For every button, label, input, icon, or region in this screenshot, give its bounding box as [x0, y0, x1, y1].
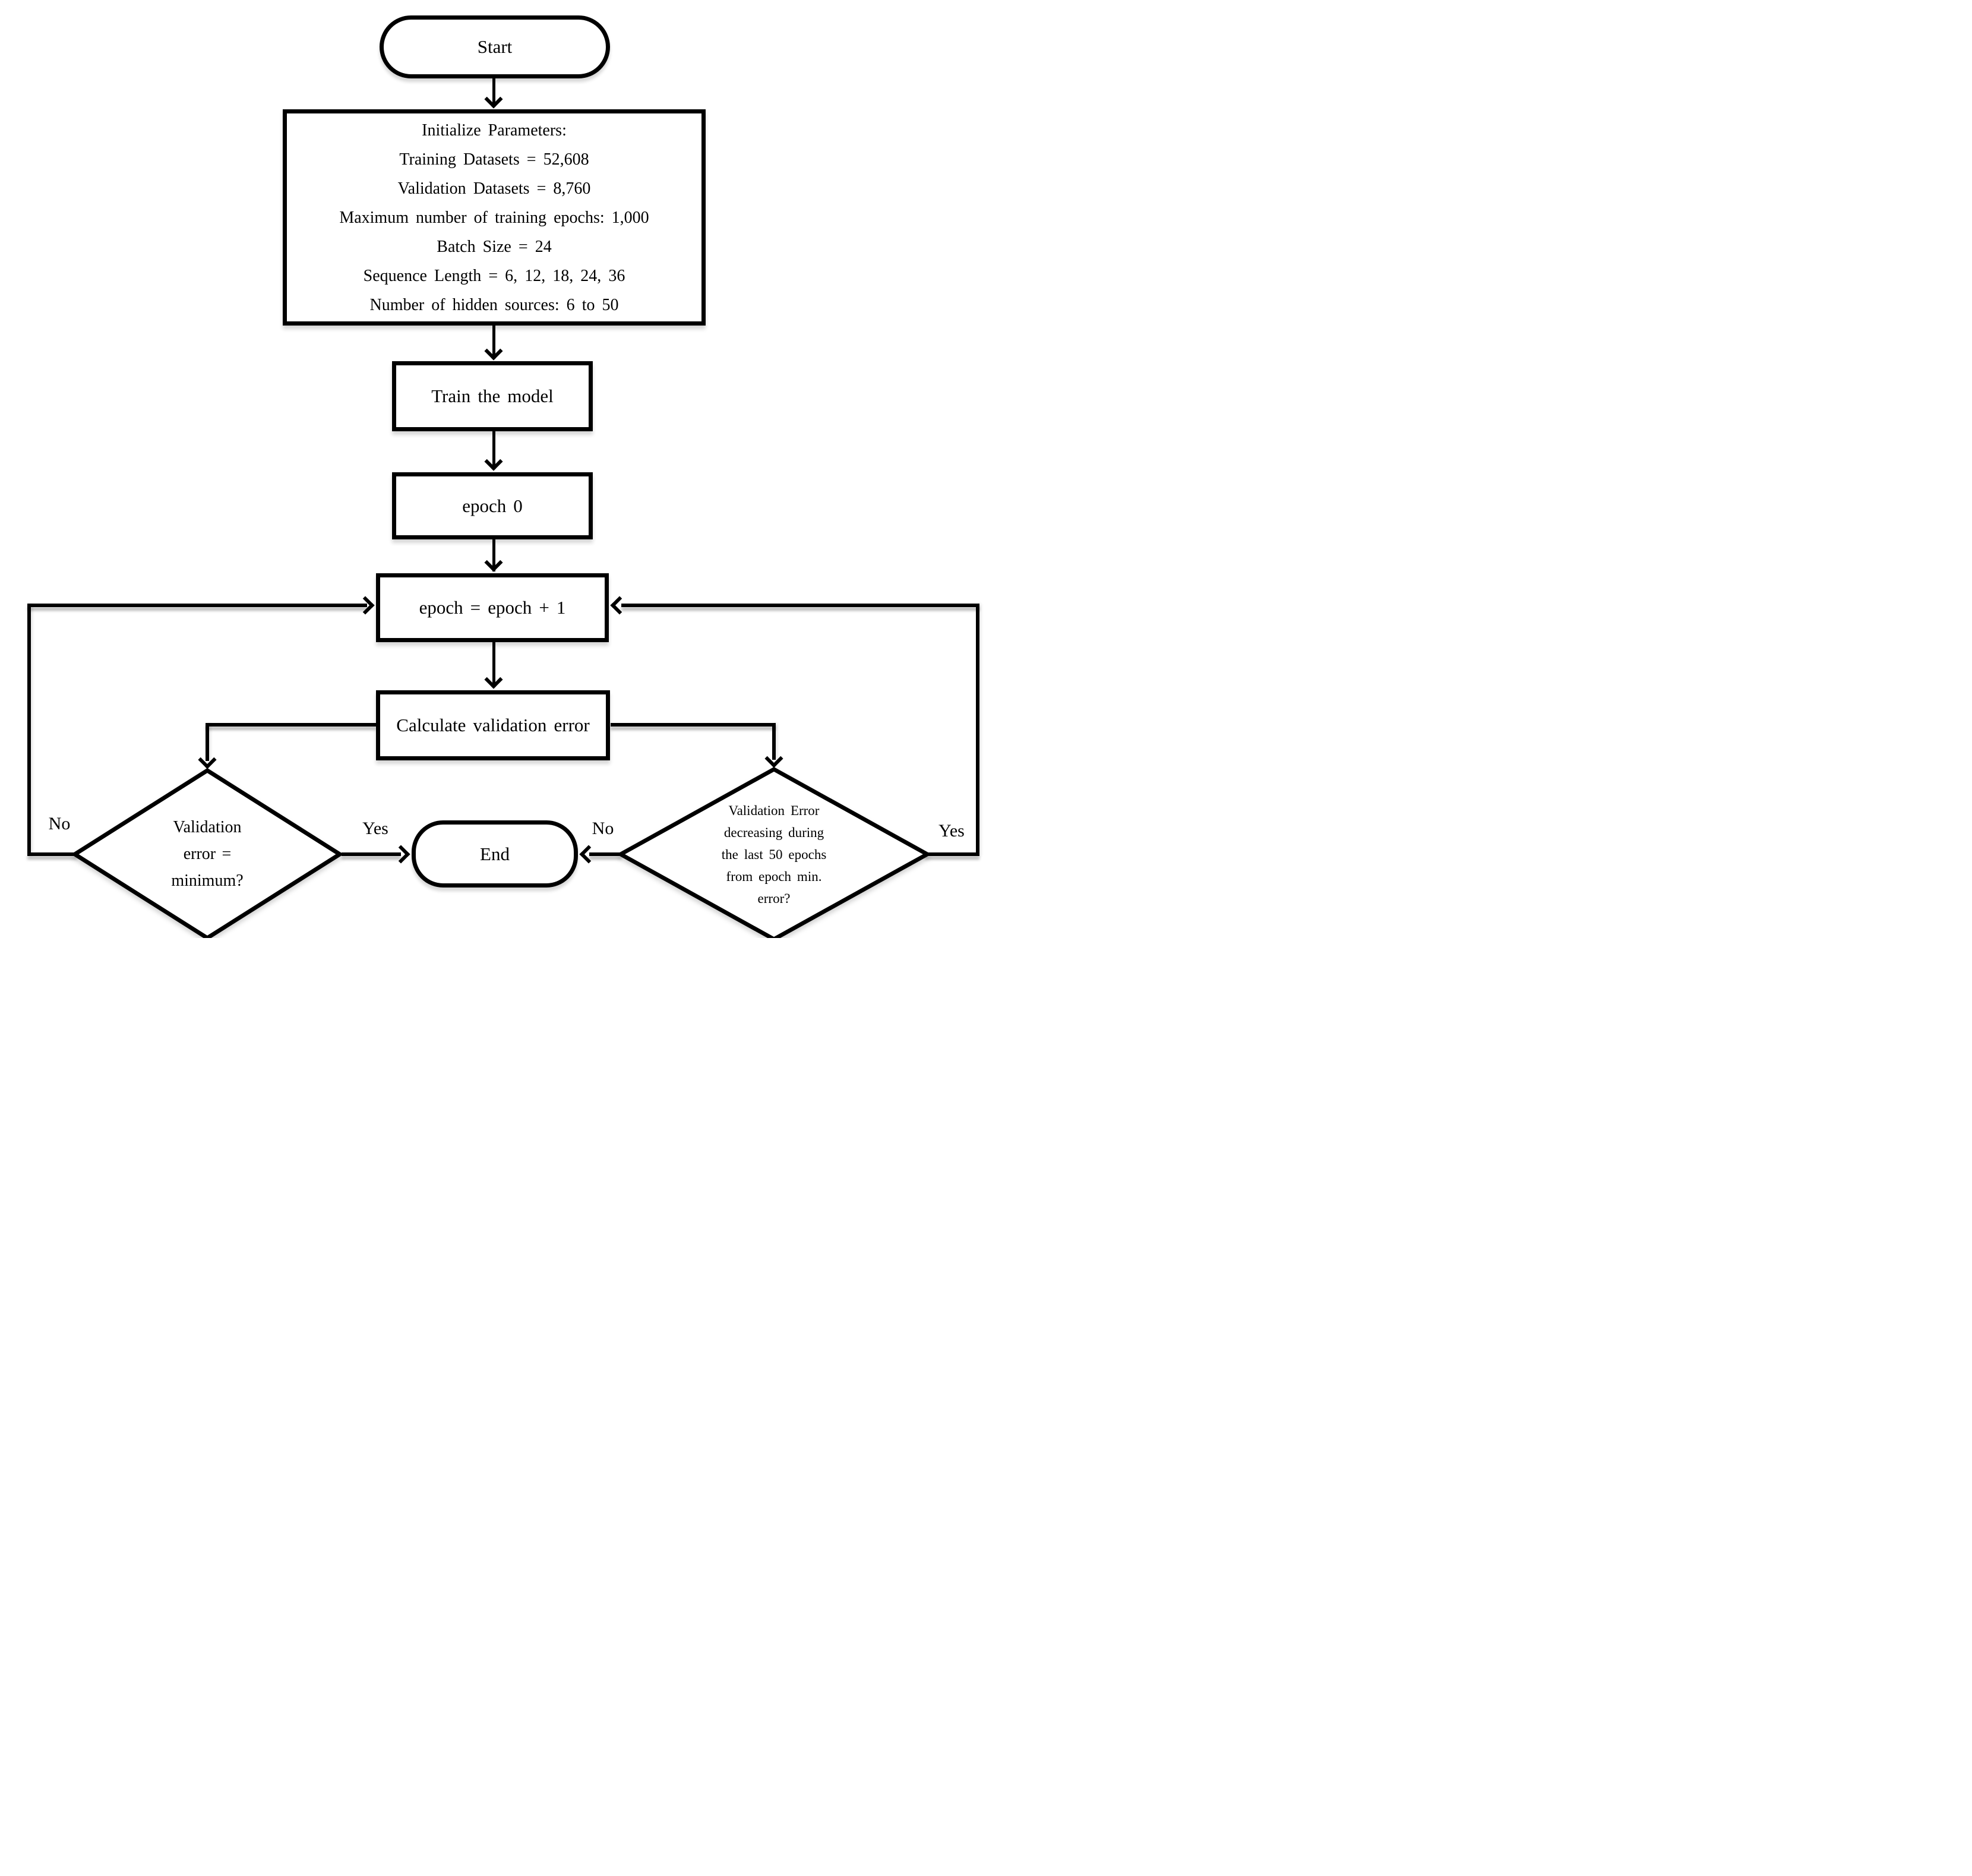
- connector-calc-to-right-diamond: [611, 723, 776, 727]
- init-line: Sequence Length = 6, 12, 18, 24, 36: [363, 266, 625, 285]
- connector-left-loop-vertical: [27, 604, 31, 856]
- arrowhead-calc-icon: [484, 670, 503, 689]
- calc-validation-error-label: Calculate validation error: [396, 715, 590, 735]
- arrowhead-epoch0-icon: [484, 452, 503, 471]
- decision-left-line: Validation: [173, 818, 242, 836]
- edge-label-yes-left: Yes: [362, 819, 388, 838]
- epoch-increment-node: epoch = epoch + 1: [376, 573, 609, 642]
- decision-left-line: error =: [183, 845, 232, 863]
- arrowhead-yes-end-icon: [391, 845, 410, 864]
- arrowhead-epochinc-icon: [484, 553, 503, 572]
- arrowhead-left-loop-icon: [356, 596, 375, 615]
- arrowhead-left-diamond-icon: [198, 750, 217, 769]
- connector-right-loop-bottom: [925, 852, 979, 856]
- connector-epochinc-calc: [492, 642, 495, 687]
- connector-epoch0-epochinc: [492, 539, 495, 571]
- edge-label-no-left: No: [48, 814, 71, 833]
- decision-right-diamond: [618, 767, 930, 938]
- end-label: End: [480, 843, 510, 864]
- connector-start-init: [492, 78, 495, 106]
- edge-label-yes-right: Yes: [938, 821, 965, 841]
- connector-right-loop-vertical: [976, 604, 979, 856]
- epoch0-label: epoch 0: [462, 495, 523, 516]
- connector-left-loop-top: [27, 604, 367, 607]
- calc-validation-error-node: Calculate validation error: [376, 690, 610, 760]
- decision-left-diamond: [72, 768, 342, 938]
- connector-init-train: [492, 326, 495, 359]
- arrowhead-right-diamond-icon: [764, 749, 783, 768]
- decision-left-line: minimum?: [171, 871, 244, 890]
- epoch0-node: epoch 0: [392, 472, 593, 539]
- connector-calc-left-drop: [206, 723, 209, 761]
- init-line: Training Datasets = 52,608: [399, 150, 589, 169]
- end-node: End: [412, 820, 578, 888]
- init-line: Validation Datasets = 8,760: [397, 179, 591, 198]
- connector-calc-to-left-diamond: [206, 723, 376, 727]
- decision-right-line: Validation Error: [728, 803, 820, 818]
- arrowhead-init-icon: [484, 90, 503, 109]
- arrowhead-right-loop-icon: [610, 596, 629, 615]
- connector-right-loop-top: [621, 604, 979, 607]
- arrowhead-train-icon: [484, 342, 503, 361]
- connector-left-loop-bottom: [27, 852, 77, 856]
- train-model-node: Train the model: [392, 361, 593, 431]
- connector-train-epoch0: [492, 431, 495, 469]
- epoch-increment-label: epoch = epoch + 1: [419, 597, 566, 618]
- decision-right-text: Validation Error decreasing during the l…: [670, 800, 878, 909]
- edge-label-no-right: No: [592, 819, 614, 838]
- decision-right-line: decreasing during: [723, 825, 824, 840]
- arrowhead-no-end-icon: [579, 845, 598, 864]
- flowchart-canvas: Start Initialize Parameters: Training Da…: [0, 0, 986, 938]
- connector-yes-to-end: [342, 852, 401, 856]
- start-label: Start: [477, 36, 513, 57]
- init-parameters-node: Initialize Parameters: Training Datasets…: [283, 109, 706, 326]
- decision-left-text: Validation error = minimum?: [116, 814, 298, 894]
- init-line: Number of hidden sources: 6 to 50: [369, 295, 619, 314]
- connector-calc-right-drop: [772, 723, 776, 760]
- init-line: Initialize Parameters:: [422, 121, 567, 140]
- decision-right-line: error?: [757, 891, 791, 906]
- decision-right-line: from epoch min.: [726, 869, 822, 884]
- init-line: Maximum number of training epochs: 1,000: [339, 208, 649, 227]
- init-parameters-text: Initialize Parameters: Training Datasets…: [287, 116, 701, 320]
- start-node: Start: [380, 15, 610, 78]
- init-line: Batch Size = 24: [437, 237, 552, 256]
- connector-no-to-end: [589, 852, 622, 856]
- decision-right-line: the last 50 epochs: [721, 847, 827, 862]
- train-model-label: Train the model: [431, 386, 554, 406]
